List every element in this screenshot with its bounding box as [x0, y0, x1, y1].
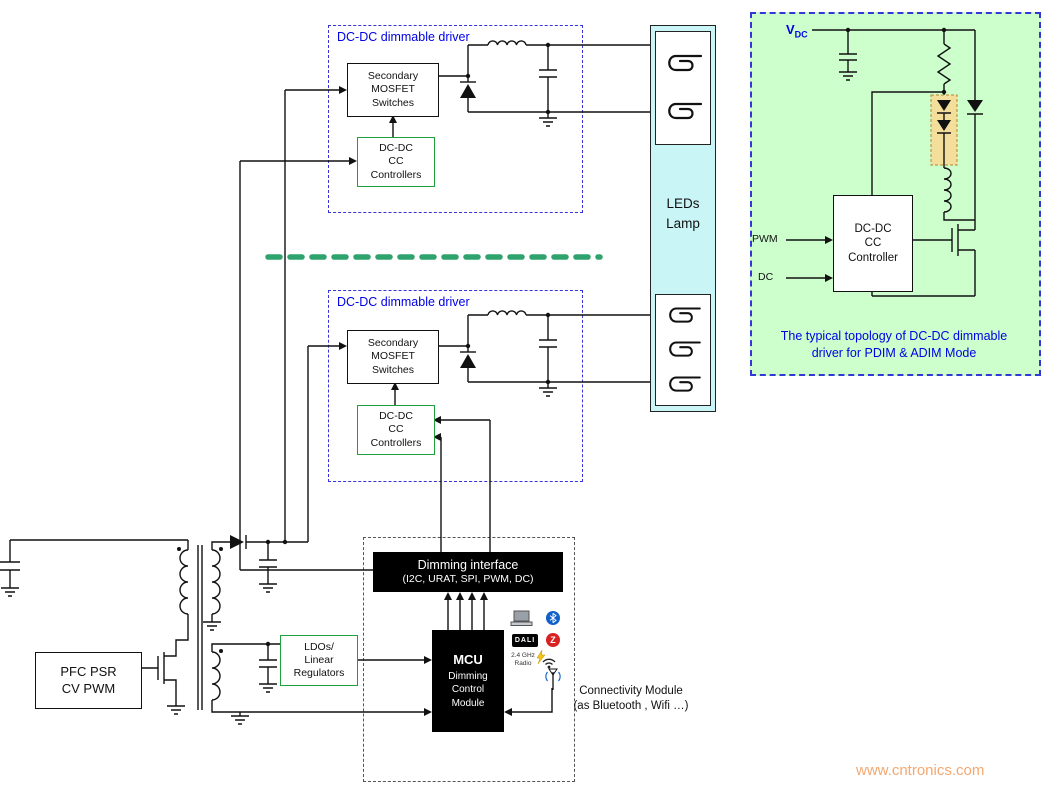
- topology-panel: [750, 12, 1041, 376]
- led-symbol-icon: [669, 341, 701, 357]
- led-symbol-icon: [669, 307, 701, 323]
- driver2-secondary-mosfet-box: Secondary MOSFET Switches: [347, 330, 439, 384]
- connectivity-module-label: Connectivity Module (as Bluetooth , Wifi…: [573, 685, 689, 712]
- mcu-subtitle: Dimming Control Module: [448, 670, 488, 709]
- driver1-secondary-mosfet-box: Secondary MOSFET Switches: [347, 63, 439, 117]
- watermark: www.cntronics.com: [856, 762, 985, 779]
- vdc-v: V: [786, 22, 795, 37]
- pfc-psr-box: PFC PSR CV PWM: [35, 652, 142, 709]
- bluetooth-icon: [546, 611, 560, 625]
- antenna-icon: [545, 668, 561, 690]
- driver2-title: DC-DC dimmable driver: [337, 295, 470, 309]
- connectivity-icons: DALI Z 2.4 GHz Radio: [508, 608, 574, 694]
- lightning-icon: [536, 650, 546, 664]
- ldo-box: LDOs/ Linear Regulators: [280, 635, 358, 686]
- laptop-icon: [510, 610, 533, 626]
- driver2-cc-controllers-box: DC-DC CC Controllers: [357, 405, 435, 455]
- leds-lamp: LEDs Lamp: [650, 25, 716, 412]
- led-symbol-icon: [669, 376, 701, 392]
- dc-label: DC: [758, 271, 774, 283]
- led-module-bottom: [655, 294, 711, 406]
- vdc-sub: DC: [794, 29, 808, 40]
- dimming-interface-sub: (I2C, URAT, SPI, PWM, DC): [402, 573, 534, 586]
- driver1-cc-controllers-box: DC-DC CC Controllers: [357, 137, 435, 187]
- panel-caption: The typical topology of DC-DC dimmable d…: [780, 329, 1008, 360]
- led-symbol-icon: [668, 102, 703, 119]
- wifi-icon: [542, 658, 556, 669]
- panel-cc-controller-box: DC-DC CC Controller: [833, 195, 913, 292]
- led-module-top: [655, 31, 711, 145]
- mcu-box: MCU Dimming Control Module: [432, 630, 504, 732]
- vdc-label: VDC: [786, 22, 808, 40]
- leds-lamp-label: LEDs Lamp: [666, 196, 700, 231]
- dimming-interface-box: Dimming interface (I2C, URAT, SPI, PWM, …: [373, 552, 563, 592]
- dali-badge: DALI: [512, 634, 538, 647]
- mcu-title: MCU: [453, 651, 483, 667]
- radio-24ghz-label: 2.4 GHz Radio: [511, 652, 535, 667]
- pwm-label: PWM: [752, 233, 778, 245]
- dimming-interface-title: Dimming interface: [417, 558, 519, 573]
- zigbee-icon: Z: [546, 633, 560, 647]
- driver1-title: DC-DC dimmable driver: [337, 30, 470, 44]
- led-symbol-icon: [668, 55, 703, 72]
